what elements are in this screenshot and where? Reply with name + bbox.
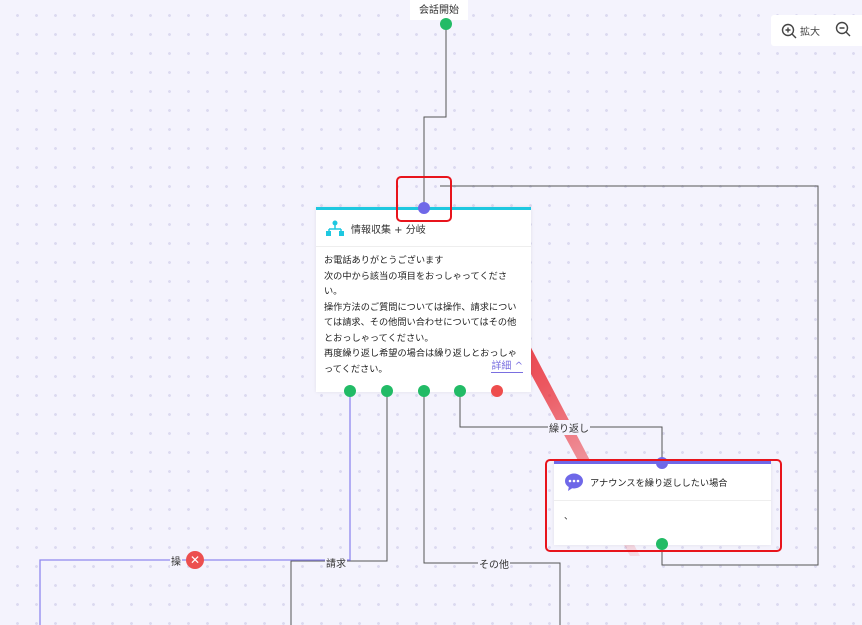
start-output-port[interactable] [440, 18, 452, 30]
annotation-highlight-announce-node [545, 459, 782, 552]
zoom-in-button[interactable]: 拡大 [781, 23, 820, 39]
output-port-billing[interactable] [381, 385, 393, 397]
zoom-in-label: 拡大 [800, 27, 820, 38]
output-port-operation[interactable] [344, 385, 356, 397]
edge-label-other: その他 [478, 556, 510, 571]
edge-loop-back [440, 185, 819, 566]
detail-toggle-link[interactable]: 詳細 ^ [491, 357, 523, 373]
output-port-other[interactable] [418, 385, 430, 397]
edge-start-to-branch [423, 24, 447, 208]
announce-node[interactable]: アナウンスを繰り返ししたい場合 、 [554, 461, 771, 545]
edge-label-billing: 請求 [325, 555, 347, 570]
edge-label-repeat: 繰り返し [548, 420, 590, 435]
output-port-repeat[interactable] [454, 385, 466, 397]
announce-output-port[interactable] [656, 538, 668, 550]
zoom-in-icon [781, 23, 797, 38]
delete-edge-icon[interactable]: ✕ [186, 551, 204, 569]
zoom-out-button[interactable] [835, 21, 851, 40]
edge-billing [290, 391, 388, 625]
start-node[interactable]: 会話開始 [410, 0, 468, 20]
edge-label-operation: 操 [170, 553, 182, 568]
chat-bubble-icon [565, 473, 583, 491]
output-port-error[interactable] [491, 385, 503, 397]
zoom-out-icon [835, 21, 851, 37]
start-node-label: 会話開始 [419, 5, 459, 16]
branch-node-body: お電話ありがとうございます 次の中から該当の項目をおっしゃってください。 操作方… [324, 255, 517, 375]
edge-operation-selected [39, 391, 351, 625]
branch-icon [326, 220, 344, 236]
edge-other [423, 391, 561, 625]
branch-node-title: 情報収集 + 分岐 [351, 224, 426, 236]
zoom-toolbar: 拡大 [771, 15, 862, 46]
announce-node-title: アナウンスを繰り返ししたい場合 [590, 478, 728, 489]
announce-node-body: 、 [564, 512, 574, 522]
annotation-highlight-input-port [396, 176, 452, 222]
branch-input-port[interactable] [418, 202, 430, 214]
branch-node[interactable]: 情報収集 + 分岐 お電話ありがとうございます 次の中から該当の項目をおっしゃっ… [316, 207, 531, 392]
